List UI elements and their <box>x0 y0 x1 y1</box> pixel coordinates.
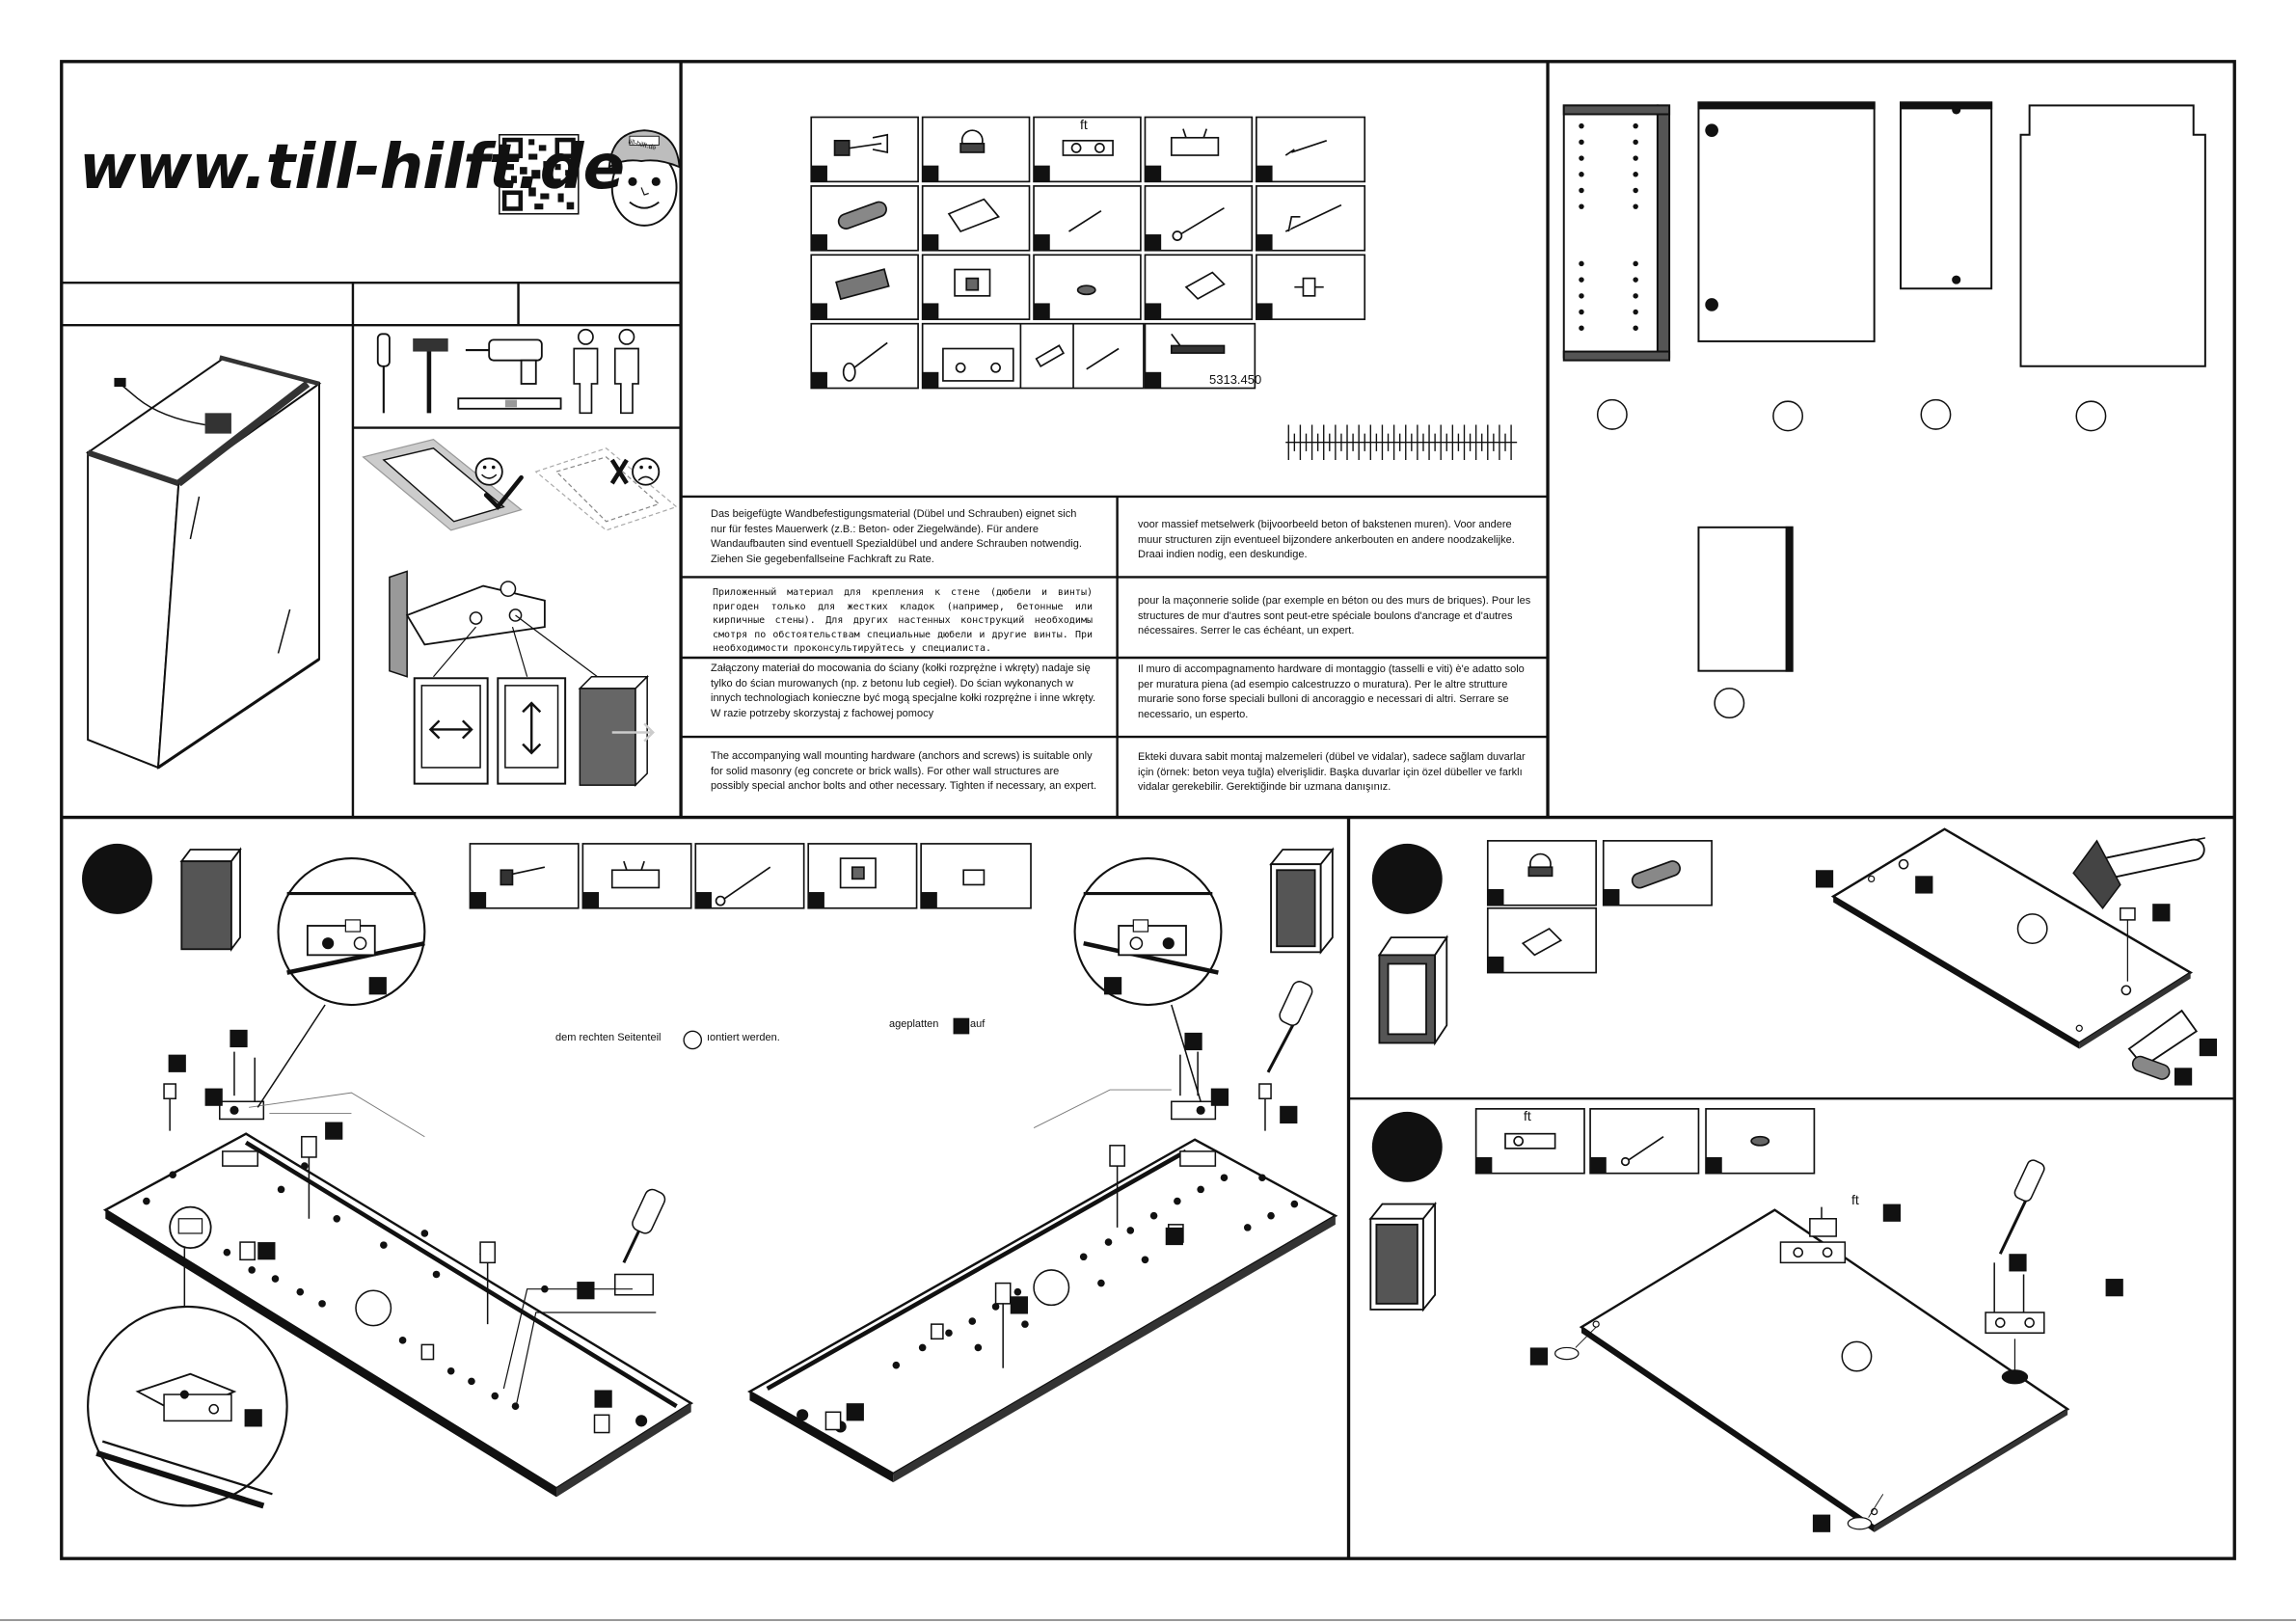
step-1-text-fragment-4: auf <box>970 1018 986 1030</box>
step-3-badge <box>1371 1111 1443 1182</box>
step-3-door-illustration <box>1368 1201 1438 1312</box>
step-2-frame-illustration <box>1377 934 1448 1046</box>
step-2-badge <box>1371 843 1443 914</box>
qr-code-icon <box>499 133 580 215</box>
step-1-right-fittings <box>824 981 1313 1431</box>
step-1-inline-markers <box>683 1017 970 1050</box>
step-1-parts-row <box>469 843 1032 909</box>
screwdriver-icon <box>376 333 391 414</box>
notice-en: The accompanying wall mounting hardware … <box>711 750 1097 793</box>
arrow-horizontal-icon <box>413 677 489 785</box>
notice-pl: Załączony materiał do mocowania do ścian… <box>711 663 1096 719</box>
spirit-level-icon <box>457 397 562 410</box>
step-2-panel <box>1830 827 2207 1080</box>
notice-it: Il muro di accompagnamento hardware di m… <box>1138 663 1525 720</box>
floor-protection-illustration <box>362 439 678 531</box>
step-3-second-hinge <box>1985 1159 2045 1371</box>
website-logo: www.till-hilft.de <box>79 132 625 203</box>
step-1-zoom-detail-bottom <box>87 1205 288 1509</box>
step-1-zoom-detail-right <box>1073 857 1223 1102</box>
smiley-happy-icon <box>474 457 503 486</box>
drill-icon <box>465 338 543 385</box>
parts-list <box>810 116 1366 390</box>
step-1-right-cabinet-orientation <box>1269 847 1335 955</box>
hinge-icon <box>1779 1206 1847 1264</box>
smiley-sad-icon <box>632 457 661 486</box>
hinge-adjustment-illustration <box>389 570 598 678</box>
step-1-callout-markers <box>168 977 1298 1427</box>
notice-de: Das beigefügte Wandbefestigungsmaterial … <box>711 508 1082 565</box>
notice-tr: Ekteki duvara sabit montaj malzemeleri (… <box>1138 751 1526 794</box>
grid-lines <box>61 281 2235 1100</box>
step-1-text-fragment-2: ıontiert werden. <box>707 1032 780 1043</box>
parts-hinge-label: ft <box>1080 117 1088 132</box>
step-1-left-side-panel <box>102 1132 694 1498</box>
mascot-icon <box>608 129 681 227</box>
step-1-left-fittings <box>163 1051 666 1434</box>
arrow-vertical-icon <box>497 677 567 785</box>
step-1-text-fragment-3: ageplatten <box>889 1018 939 1030</box>
step-3-parts-row <box>1474 1108 1816 1175</box>
measuring-ruler <box>1285 424 1518 460</box>
step-3-door-hinge-label: ft <box>1851 1192 1859 1207</box>
step-1-badge <box>82 843 152 914</box>
step-1-right-side-panel <box>747 1138 1338 1483</box>
step-1-cabinet-orientation <box>179 847 242 953</box>
cross-icon <box>609 458 629 485</box>
step-1-zoom-detail-top <box>257 857 426 1108</box>
step-3-callout-markers <box>1529 1204 2123 1532</box>
two-persons-icon <box>573 328 639 415</box>
hammer-icon <box>413 338 448 414</box>
notice-fr: pour la maçonnerie solide (par exemple e… <box>1138 595 1531 637</box>
notice-ru: Приложенный материал для крепления к сте… <box>713 587 1093 654</box>
frame <box>60 60 2236 1560</box>
article-number: 5313.450 <box>1209 372 1262 387</box>
step-2-callout-markers <box>1815 870 2218 1086</box>
step-3-hinge-label: ft <box>1524 1108 1531 1123</box>
cabinet-illustration <box>85 355 322 770</box>
step-3-door-panel <box>1554 1208 2070 1532</box>
panel-components <box>1562 101 2206 719</box>
step-2-parts-row <box>1486 840 1713 974</box>
checkmark-icon <box>483 474 524 510</box>
notice-nl: voor massief metselwerk (bijvoorbeeld be… <box>1138 519 1515 561</box>
step-1-text-fragment-1: dem rechten Seitenteil <box>555 1032 662 1043</box>
arrow-depth-icon <box>578 674 655 787</box>
